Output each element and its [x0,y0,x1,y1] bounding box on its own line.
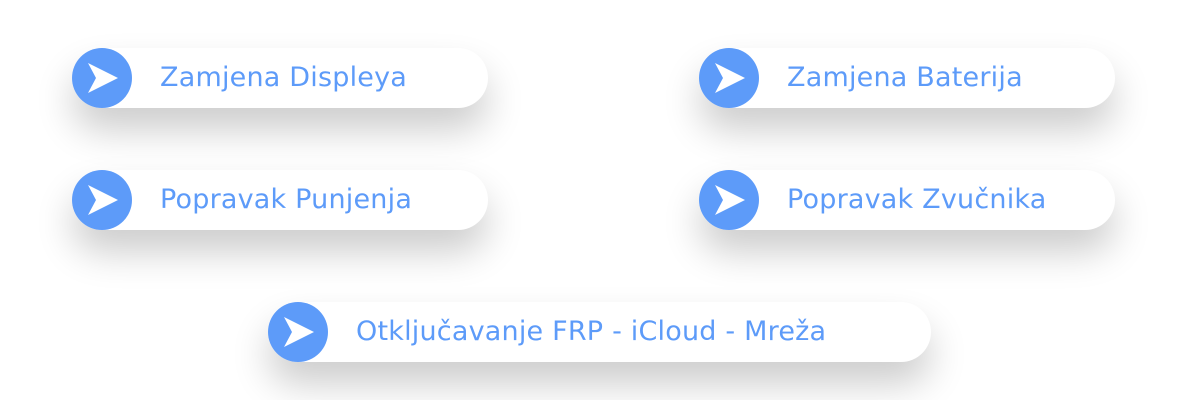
service-button-zamjena-displeya[interactable]: Zamjena Displeya [72,48,488,108]
arrow-right-icon [268,302,328,362]
service-button-popravak-punjenja[interactable]: Popravak Punjenja [72,170,488,230]
service-label: Popravak Zvučnika [787,184,1047,215]
arrow-right-icon [72,48,132,108]
service-button-zamjena-baterija[interactable]: Zamjena Baterija [699,48,1115,108]
service-label: Zamjena Displeya [160,62,408,93]
service-button-otkljucavanje[interactable]: Otključavanje FRP - iCloud - Mreža [268,302,931,362]
service-button-popravak-zvucnika[interactable]: Popravak Zvučnika [699,170,1115,230]
arrow-right-icon [699,48,759,108]
arrow-right-icon [699,170,759,230]
service-label: Zamjena Baterija [787,62,1023,93]
service-label: Popravak Punjenja [160,184,413,215]
arrow-right-icon [72,170,132,230]
service-label: Otključavanje FRP - iCloud - Mreža [356,316,827,347]
